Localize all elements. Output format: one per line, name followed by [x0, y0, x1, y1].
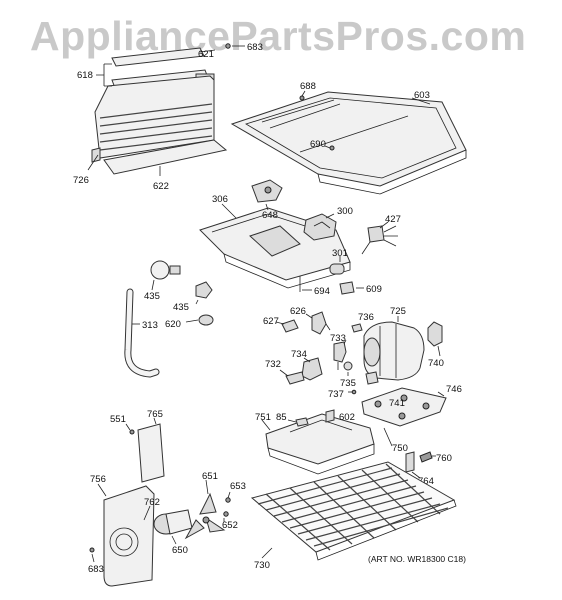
label-734: 734	[291, 349, 307, 360]
label-653: 653	[230, 481, 246, 492]
part-condenser-bracket[interactable]	[91, 47, 228, 175]
part-760[interactable]	[419, 451, 433, 463]
label-648: 648	[262, 210, 278, 221]
label-652: 652	[222, 520, 238, 531]
label-694: 694	[314, 286, 330, 297]
label-746: 746	[446, 384, 462, 395]
label-737: 737	[328, 389, 344, 400]
part-736[interactable]	[351, 323, 363, 333]
part-764[interactable]	[405, 451, 415, 473]
label-726: 726	[73, 175, 89, 186]
part-screw-652[interactable]	[223, 511, 229, 517]
label-732: 732	[265, 359, 281, 370]
part-timer-648[interactable]	[251, 179, 283, 203]
label-736: 736	[358, 312, 374, 323]
label-622: 622	[153, 181, 169, 192]
label-756: 756	[90, 474, 106, 485]
part-screw-688[interactable]	[299, 95, 305, 101]
label-688: 688	[300, 81, 316, 92]
label-621: 621	[198, 49, 214, 60]
part-620[interactable]	[198, 314, 214, 326]
label-435-a: 435	[144, 291, 160, 302]
label-603: 603	[414, 90, 430, 101]
part-screw-683-bottom[interactable]	[89, 547, 95, 553]
label-602: 602	[339, 412, 355, 423]
label-300: 300	[337, 206, 353, 217]
label-683-bottom: 683	[88, 564, 104, 575]
part-bracket-740[interactable]	[427, 321, 443, 347]
art-number: (ART NO. WR18300 C18)	[368, 554, 466, 564]
label-762: 762	[144, 497, 160, 508]
part-551[interactable]	[129, 429, 135, 435]
label-765: 765	[147, 409, 163, 420]
part-base-plate-746[interactable]	[361, 387, 447, 427]
part-tray-603[interactable]	[230, 91, 467, 195]
label-741: 741	[389, 398, 405, 409]
part-screw-653[interactable]	[225, 497, 231, 503]
label-730: 730	[254, 560, 270, 571]
label-733: 733	[330, 333, 346, 344]
label-626: 626	[290, 306, 306, 317]
part-fan-motor-650[interactable]	[153, 509, 193, 535]
label-301: 301	[332, 248, 348, 259]
part-fan-blade-651[interactable]	[184, 492, 226, 540]
part-clip-609[interactable]	[339, 281, 355, 295]
label-609: 609	[366, 284, 382, 295]
label-313: 313	[142, 320, 158, 331]
label-750: 750	[392, 443, 408, 454]
watermark-text: AppliancePartsPros.com	[30, 13, 526, 59]
part-compressor-725[interactable]	[363, 321, 425, 385]
part-85[interactable]	[295, 417, 309, 427]
part-734[interactable]	[301, 357, 323, 381]
part-screw-683[interactable]	[225, 43, 231, 49]
part-732[interactable]	[285, 371, 305, 385]
part-capacitor-301[interactable]	[329, 263, 345, 275]
label-760: 760	[436, 453, 452, 464]
label-435-b: 435	[173, 302, 189, 313]
label-306: 306	[212, 194, 228, 205]
label-427: 427	[385, 214, 401, 225]
label-725: 725	[390, 306, 406, 317]
part-relay-300[interactable]	[303, 213, 337, 241]
label-690: 690	[310, 139, 326, 150]
part-fan-shroud-756[interactable]	[103, 485, 155, 587]
label-620: 620	[165, 319, 181, 330]
part-750[interactable]	[383, 427, 393, 447]
part-screw-690[interactable]	[329, 145, 335, 151]
label-651: 651	[202, 471, 218, 482]
part-tube-313[interactable]	[124, 288, 160, 378]
part-602[interactable]	[325, 409, 335, 423]
label-735: 735	[340, 378, 356, 389]
label-650: 650	[172, 545, 188, 556]
part-drain-pan-751[interactable]	[265, 413, 375, 475]
label-683-top: 683	[247, 42, 263, 53]
part-lamp-socket-435[interactable]	[195, 281, 213, 299]
part-627[interactable]	[281, 319, 299, 333]
label-764: 764	[418, 476, 434, 487]
label-618: 618	[77, 70, 93, 81]
part-valve-733[interactable]	[333, 341, 347, 370]
part-626[interactable]	[311, 311, 331, 335]
part-insulation-765[interactable]	[137, 423, 165, 483]
part-screw-737[interactable]	[351, 389, 357, 395]
label-551: 551	[110, 414, 126, 425]
part-harness-427[interactable]	[361, 225, 398, 255]
label-85: 85	[276, 412, 287, 423]
label-627: 627	[263, 316, 279, 327]
part-735[interactable]	[343, 361, 353, 371]
label-740: 740	[428, 358, 444, 369]
label-751: 751	[255, 412, 271, 423]
part-light-bulb-435[interactable]	[150, 260, 181, 280]
part-coil-730[interactable]	[250, 461, 457, 561]
